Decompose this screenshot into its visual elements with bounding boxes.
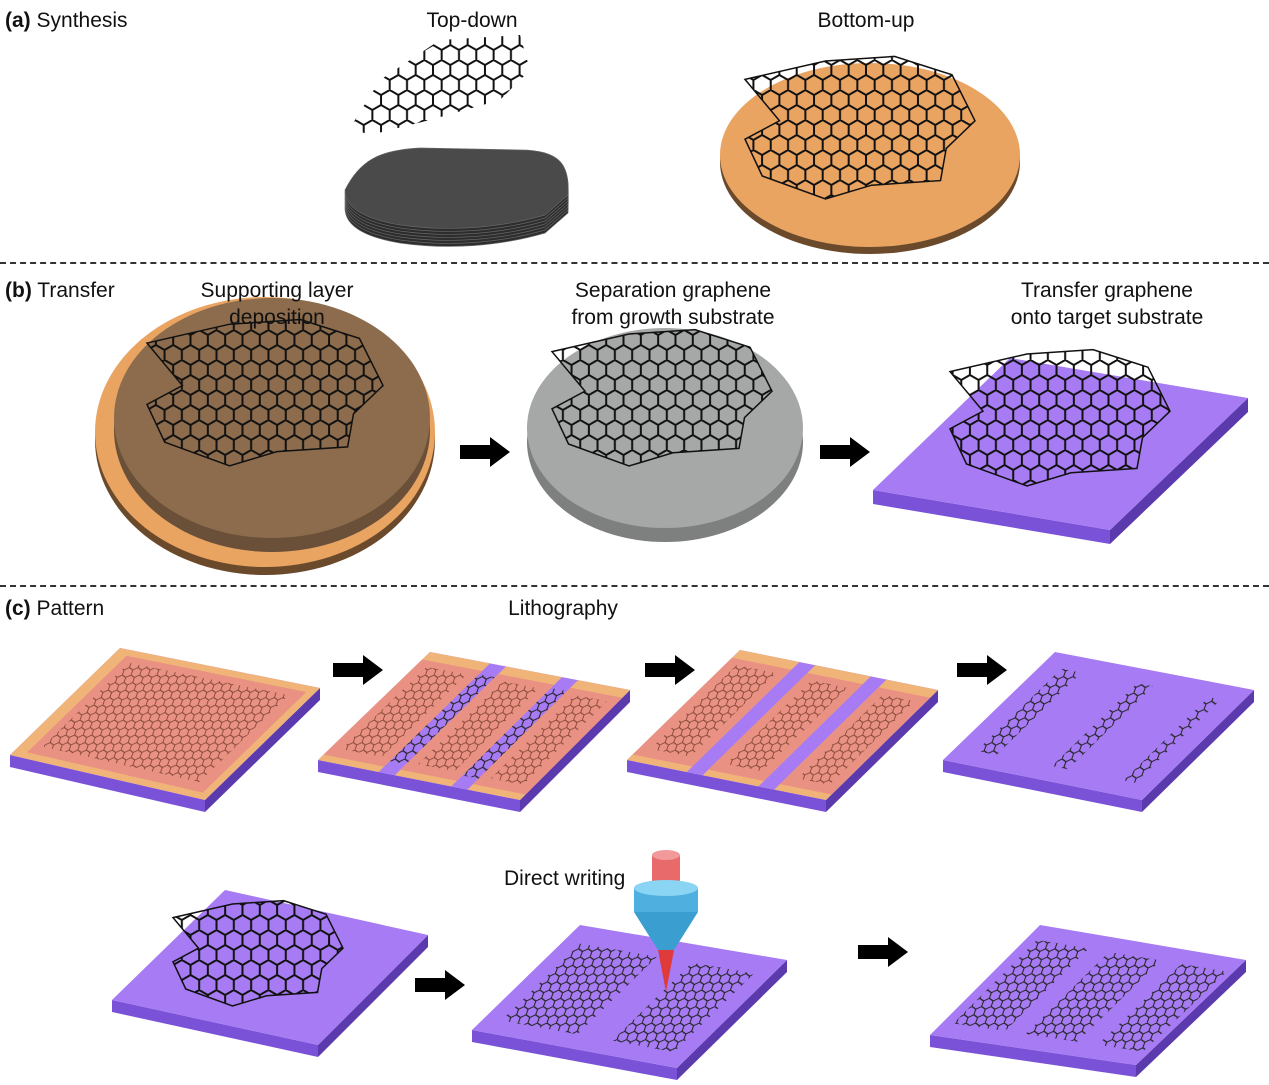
- arrow-icon: [820, 437, 870, 467]
- graphene-ribbon: [1025, 951, 1161, 1042]
- substrate-side: [943, 760, 1142, 812]
- step-line: from growth substrate: [571, 306, 775, 329]
- graphene-lattice: [743, 55, 976, 200]
- step-line: onto target substrate: [1010, 306, 1204, 329]
- section-b-title: Transfer: [37, 279, 115, 302]
- substrate-side: [1136, 960, 1246, 1077]
- target-substrate-side: [1110, 398, 1248, 544]
- step-line: Supporting layer: [200, 279, 354, 302]
- graphene-ribbon: [1051, 683, 1153, 770]
- arrow-icon: [645, 655, 695, 685]
- section-a-title: Synthesis: [36, 9, 128, 32]
- laser-cylinder-top: [652, 850, 680, 860]
- graphene-flake: [350, 35, 530, 135]
- step-line: deposition: [229, 306, 325, 329]
- arrow-icon: [858, 937, 908, 967]
- step-separation: Separation graphene from growth substrate: [571, 277, 774, 331]
- substrate-side: [318, 760, 520, 812]
- section-b-label: (b) Transfer: [5, 277, 115, 304]
- graphene-ribbon: [1123, 697, 1221, 783]
- graphene-ribbon: [976, 668, 1082, 755]
- graphite-stack: [344, 147, 569, 229]
- substrate-side: [472, 1030, 677, 1080]
- substrate-side: [826, 690, 938, 812]
- graphene-lattice: [42, 662, 289, 783]
- direct-writing-label: Direct writing: [504, 867, 626, 890]
- substrate-side: [205, 688, 320, 812]
- step-line: Transfer graphene: [1021, 279, 1193, 302]
- arrow-icon: [957, 655, 1007, 685]
- substrate-side: [930, 1035, 1136, 1077]
- graphene-ribbon: [490, 695, 607, 785]
- step-line: Separation graphene: [574, 279, 772, 302]
- graphene-lattice: [171, 899, 344, 1007]
- arrow-icon: [415, 970, 465, 1000]
- substrate-side: [10, 755, 205, 812]
- top-down-label: Top-down: [426, 9, 518, 32]
- divider: [0, 262, 1269, 264]
- target-substrate-side: [873, 490, 1110, 544]
- step-supporting-layer: Supporting layer deposition: [201, 277, 354, 331]
- nozzle-top: [634, 880, 698, 896]
- section-c-title: Pattern: [36, 597, 105, 620]
- lithography-label: Lithography: [508, 597, 618, 620]
- graphene-ribbon: [418, 681, 539, 772]
- graphene-ribbon: [953, 939, 1089, 1031]
- graphene-lattice: [501, 943, 657, 1035]
- graphene-ribbon: [612, 962, 754, 1053]
- graphene-lattice: [550, 328, 773, 467]
- nozzle-cone: [634, 912, 698, 950]
- substrate-side: [677, 960, 787, 1080]
- section-c-tag: (c): [5, 597, 31, 620]
- substrate-side: [318, 935, 428, 1057]
- bottom-up-label: Bottom-up: [817, 9, 915, 32]
- arrow-icon: [333, 655, 383, 685]
- graphene-lattice: [145, 318, 384, 467]
- section-a-tag: (a): [5, 9, 31, 32]
- substrate-side: [112, 1000, 318, 1057]
- section-a-label: (a) Synthesis: [5, 7, 128, 34]
- laser-beam: [658, 950, 674, 992]
- substrate-side: [1142, 690, 1254, 812]
- graphene-ribbon: [726, 680, 848, 772]
- substrate-side: [520, 690, 630, 812]
- graphene-ribbon: [650, 665, 776, 757]
- substrate: [472, 925, 787, 1068]
- arrow-icon: [460, 437, 510, 467]
- graphene-ribbon: [797, 694, 915, 785]
- substrate-side: [627, 760, 826, 812]
- divider: [0, 585, 1269, 587]
- graphene-ribbon: [341, 666, 467, 757]
- section-c-label: (c) Pattern: [5, 595, 104, 622]
- graphene-ribbon: [1097, 964, 1227, 1052]
- graphene-lattice: [948, 348, 1171, 487]
- step-transfer: Transfer graphene onto target substrate: [1011, 277, 1204, 331]
- section-b-tag: (b): [5, 279, 32, 302]
